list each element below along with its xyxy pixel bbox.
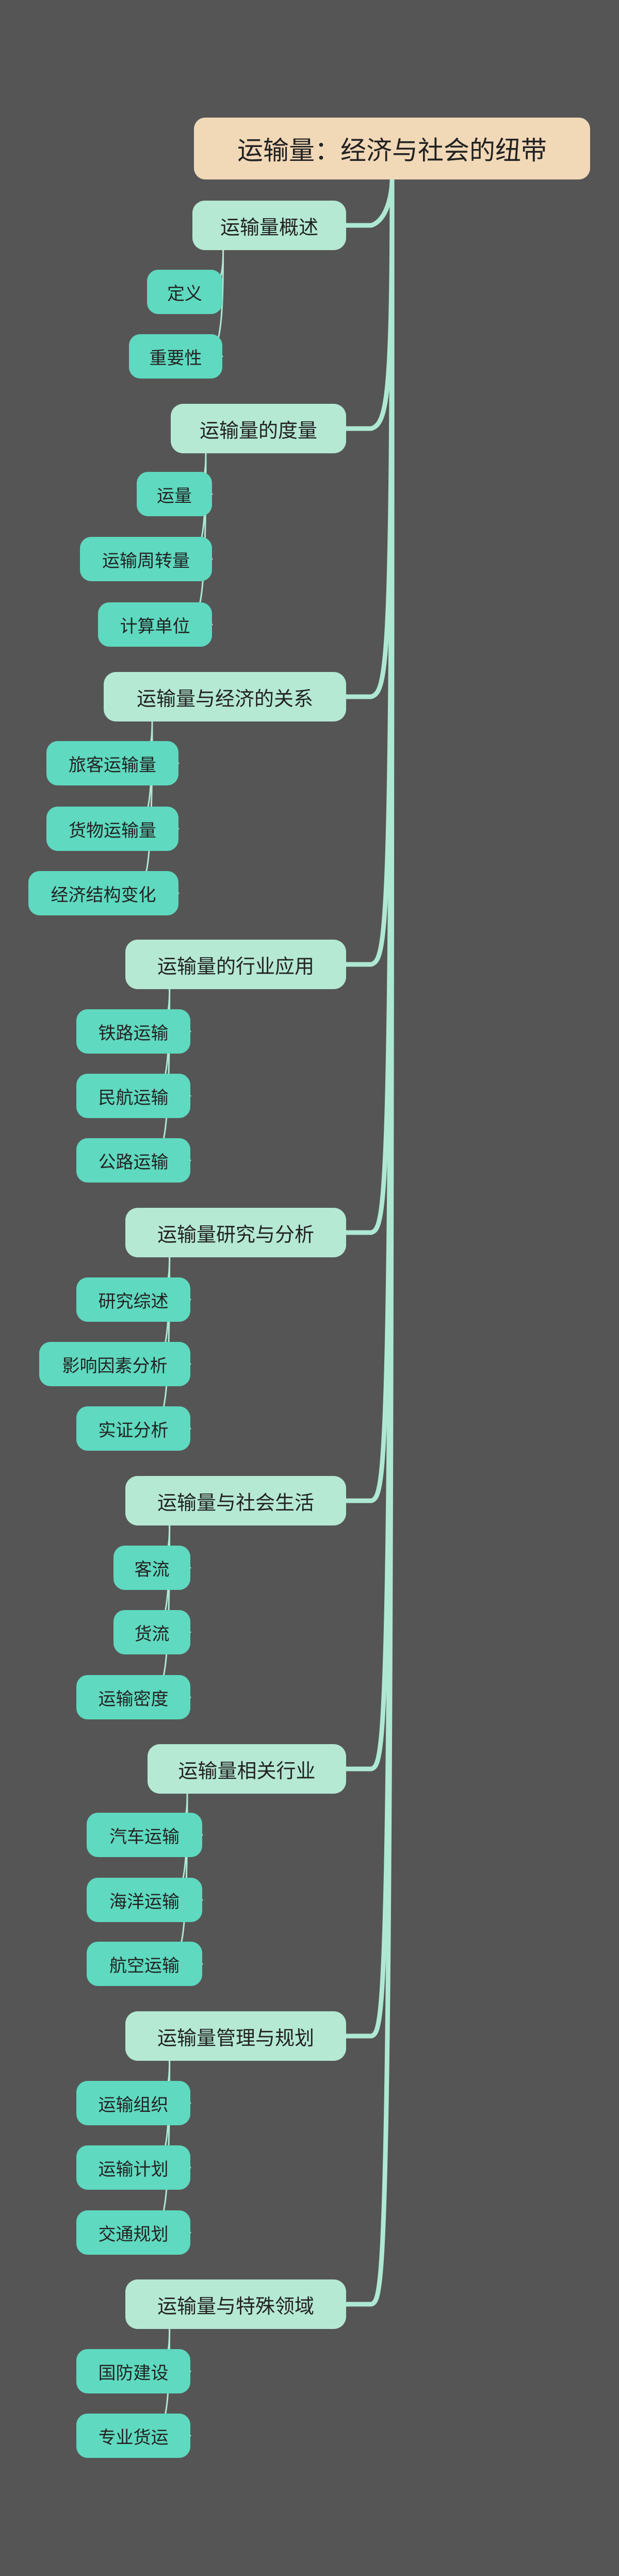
subtopic[interactable]: 运量 bbox=[137, 472, 212, 516]
branch-topic[interactable]: 运输量相关行业 bbox=[148, 1744, 346, 1794]
branch-topic[interactable]: 运输量研究与分析 bbox=[125, 1208, 346, 1257]
subtopic[interactable]: 计算单位 bbox=[98, 602, 212, 647]
subtopic[interactable]: 交通规划 bbox=[76, 2210, 190, 2255]
branch-topic[interactable]: 运输量的行业应用 bbox=[125, 940, 346, 989]
subtopic[interactable]: 航空运输 bbox=[87, 1942, 202, 1986]
subtopic[interactable]: 国防建设 bbox=[76, 2349, 190, 2393]
branch-topic[interactable]: 运输量与特殊领域 bbox=[125, 2279, 346, 2329]
subtopic[interactable]: 旅客运输量 bbox=[46, 741, 178, 785]
subtopic[interactable]: 运输组织 bbox=[76, 2081, 190, 2125]
branch-topic[interactable]: 运输量与经济的关系 bbox=[104, 672, 346, 721]
subtopic[interactable]: 运输周转量 bbox=[80, 537, 212, 581]
subtopic[interactable]: 铁路运输 bbox=[76, 1009, 190, 1054]
subtopic[interactable]: 研究综述 bbox=[76, 1277, 190, 1322]
branch-topic[interactable]: 运输量的度量 bbox=[171, 404, 346, 453]
subtopic[interactable]: 实证分析 bbox=[76, 1406, 190, 1451]
subtopic[interactable]: 经济结构变化 bbox=[28, 871, 178, 915]
subtopic[interactable]: 货物运输量 bbox=[46, 807, 178, 851]
subtopic[interactable]: 专业货运 bbox=[76, 2414, 190, 2458]
branch-topic[interactable]: 运输量管理与规划 bbox=[125, 2011, 346, 2061]
subtopic[interactable]: 运输密度 bbox=[76, 1675, 190, 1719]
subtopic[interactable]: 汽车运输 bbox=[87, 1813, 202, 1857]
subtopic[interactable]: 客流 bbox=[113, 1546, 190, 1590]
subtopic[interactable]: 海洋运输 bbox=[87, 1878, 202, 1922]
subtopic[interactable]: 公路运输 bbox=[76, 1138, 190, 1183]
subtopic[interactable]: 货流 bbox=[113, 1610, 190, 1654]
branch-topic[interactable]: 运输量与社会生活 bbox=[125, 1476, 346, 1525]
subtopic[interactable]: 重要性 bbox=[129, 334, 222, 379]
subtopic[interactable]: 影响因素分析 bbox=[39, 1342, 190, 1386]
branch-connector bbox=[344, 177, 395, 2307]
root-topic[interactable]: 运输量：经济与社会的纽带 bbox=[194, 118, 590, 179]
branch-topic[interactable]: 运输量概述 bbox=[192, 201, 346, 250]
subtopic[interactable]: 运输计划 bbox=[76, 2145, 190, 2190]
subtopic[interactable]: 民航运输 bbox=[76, 1074, 190, 1118]
subtopic[interactable]: 定义 bbox=[147, 270, 222, 314]
